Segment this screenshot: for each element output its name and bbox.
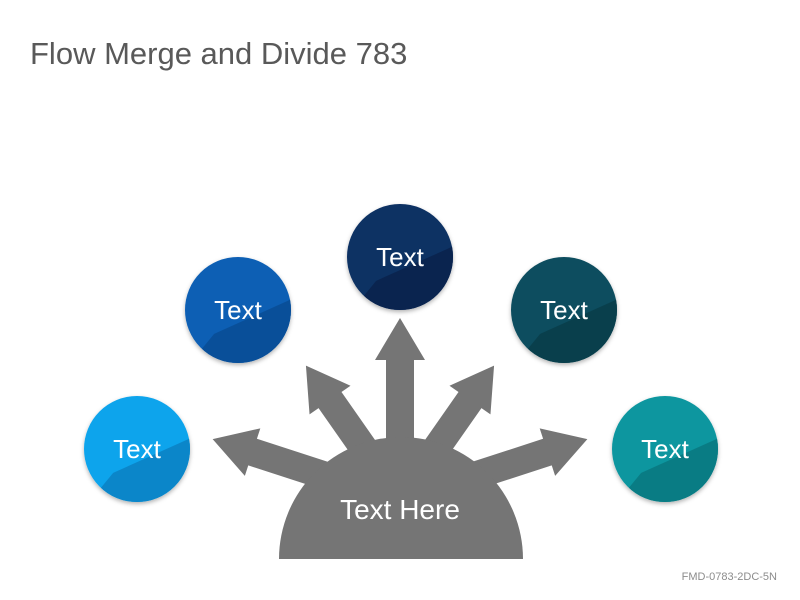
arrow-up-left-icon xyxy=(422,365,495,459)
page-title: Flow Merge and Divide 783 xyxy=(30,36,408,71)
arrow-up-icon xyxy=(375,318,425,440)
hub-label: Text Here xyxy=(340,494,460,525)
node-label: Text xyxy=(540,295,588,325)
node-label: Text xyxy=(113,434,161,464)
node-label: Text xyxy=(214,295,262,325)
node-shade xyxy=(89,438,190,502)
node-shade xyxy=(190,299,291,363)
node-shade xyxy=(617,438,718,502)
node-3: Text xyxy=(347,204,453,310)
hub-shape xyxy=(279,437,523,559)
node-label: Text xyxy=(641,434,689,464)
node-2: Text xyxy=(185,257,291,363)
node-4: Text xyxy=(511,257,617,363)
footer-code: FMD-0783-2DC-5N xyxy=(681,571,777,583)
node-shade xyxy=(352,246,453,310)
arrow-up-right-icon xyxy=(305,365,378,459)
node-label: Text xyxy=(376,242,424,272)
node-5: Text xyxy=(612,396,718,502)
node-1: Text xyxy=(84,396,190,502)
node-shade xyxy=(516,299,617,363)
